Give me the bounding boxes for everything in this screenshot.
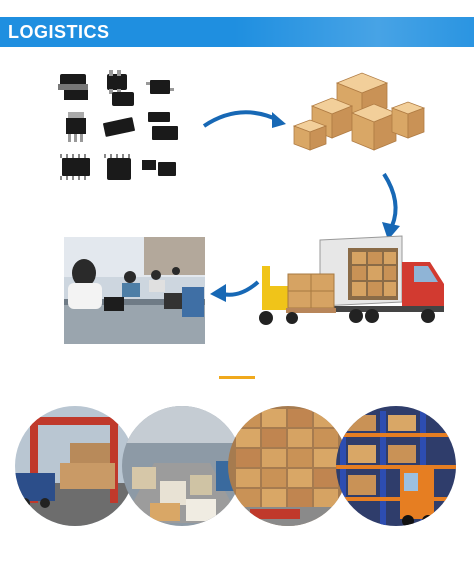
- rack-forklift-photo: [336, 406, 456, 526]
- port-crane-photo: [15, 406, 135, 526]
- banner-title: LOGISTICS: [8, 22, 110, 42]
- banner-highlight: [234, 17, 474, 47]
- office-image: [64, 237, 205, 344]
- warehouse-photo-strip: [0, 403, 474, 533]
- boxes-image: [292, 68, 432, 168]
- section-divider: [219, 376, 255, 379]
- stacked-cartons-photo: [228, 406, 348, 526]
- logistics-banner: LOGISTICS: [0, 17, 474, 47]
- chips-image: [52, 62, 192, 192]
- truck-image: [252, 232, 450, 332]
- curved-arrow-icon: [210, 280, 260, 302]
- curved-arrow-icon: [382, 172, 400, 240]
- warehouse-aisle-photo: [122, 406, 242, 526]
- curved-arrow-icon: [202, 110, 286, 128]
